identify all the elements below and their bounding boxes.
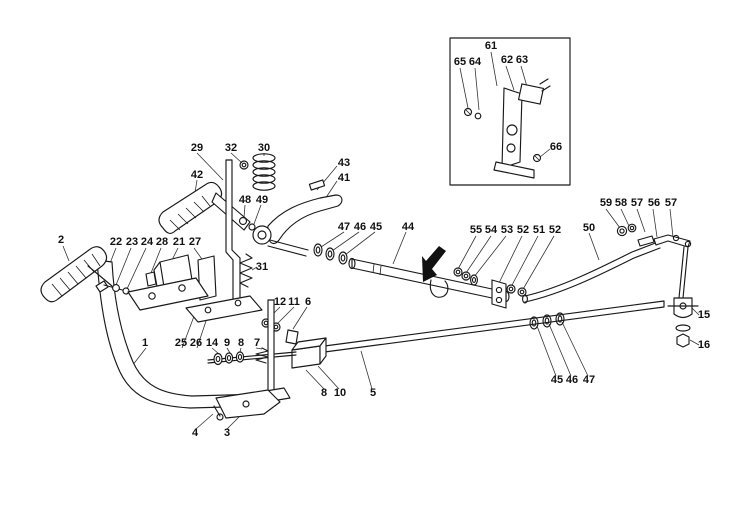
washer-stack-top xyxy=(313,243,348,265)
pivot-pin xyxy=(207,351,297,366)
link-rod xyxy=(299,300,665,357)
mount-strip xyxy=(225,159,241,301)
control-rod xyxy=(522,223,692,304)
lever-pad xyxy=(158,181,251,234)
micro-switch xyxy=(518,78,551,105)
screw-65 xyxy=(463,107,473,117)
lock-nut xyxy=(676,333,690,348)
leader-lines xyxy=(62,51,700,430)
coil-spring-31 xyxy=(239,253,253,288)
crank-arm xyxy=(238,179,343,257)
bracket-cluster xyxy=(95,254,263,323)
inset-detail-box xyxy=(449,37,571,186)
washer-64 xyxy=(474,112,482,120)
foot-bracket-group xyxy=(213,299,291,421)
pedal-pad xyxy=(40,246,113,303)
ball-joint xyxy=(667,297,699,348)
mid-washers-hanger xyxy=(453,267,527,309)
top-spring-group xyxy=(239,153,276,191)
guide-block xyxy=(291,337,327,369)
direction-arrow-icon xyxy=(422,246,446,282)
screw-66 xyxy=(532,153,542,163)
